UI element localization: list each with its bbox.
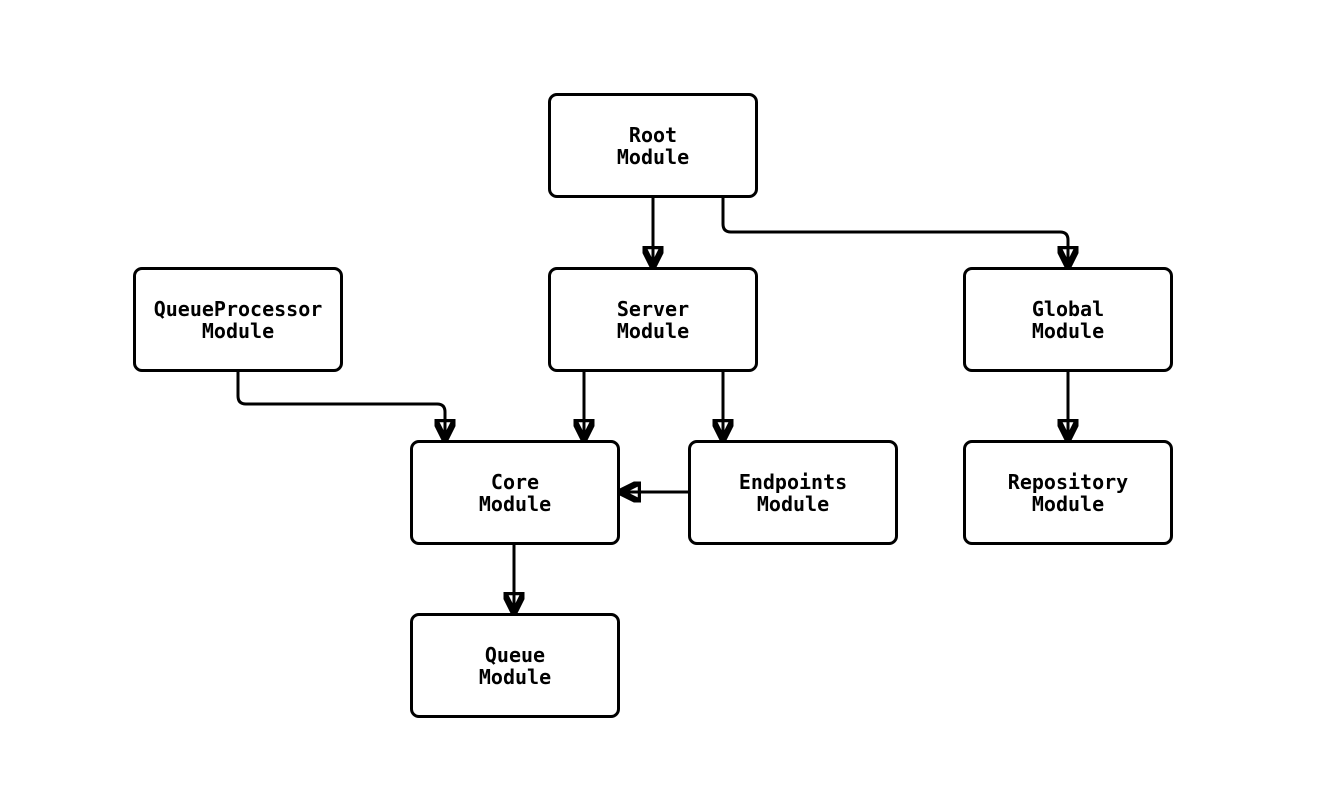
node-label-line: Root bbox=[628, 122, 678, 147]
node-label-line: Queue bbox=[484, 642, 546, 667]
node-label-line: Repository bbox=[1007, 469, 1129, 494]
node-label-line: Module bbox=[616, 144, 690, 169]
node-queueprocessor-module: QueueProcessor Module bbox=[133, 267, 343, 372]
node-repository-module: Repository Module bbox=[963, 440, 1173, 545]
node-label-line: Module bbox=[616, 318, 690, 343]
node-label-line: Module bbox=[756, 491, 830, 516]
node-label-line: Module bbox=[1031, 318, 1105, 343]
node-endpoints-module: Endpoints Module bbox=[688, 440, 898, 545]
node-label-line: Core bbox=[490, 469, 540, 494]
node-label-line: Module bbox=[1031, 491, 1105, 516]
node-label-line: Module bbox=[201, 318, 275, 343]
node-label-line: Server bbox=[616, 296, 690, 321]
node-label-line: Endpoints bbox=[738, 469, 848, 494]
node-label-line: Module bbox=[478, 664, 552, 689]
node-server-module: Server Module bbox=[548, 267, 758, 372]
edge-queueprocessor-to-core bbox=[236, 372, 445, 438]
node-global-module: Global Module bbox=[963, 267, 1173, 372]
node-root-module: Root Module bbox=[548, 93, 758, 198]
edge-root-to-global bbox=[721, 198, 1068, 265]
node-label-line: Module bbox=[478, 491, 552, 516]
node-label-line: Global bbox=[1031, 296, 1105, 321]
node-core-module: Core Module bbox=[410, 440, 620, 545]
node-queue-module: Queue Module bbox=[410, 613, 620, 718]
node-label-line: QueueProcessor bbox=[153, 296, 323, 321]
